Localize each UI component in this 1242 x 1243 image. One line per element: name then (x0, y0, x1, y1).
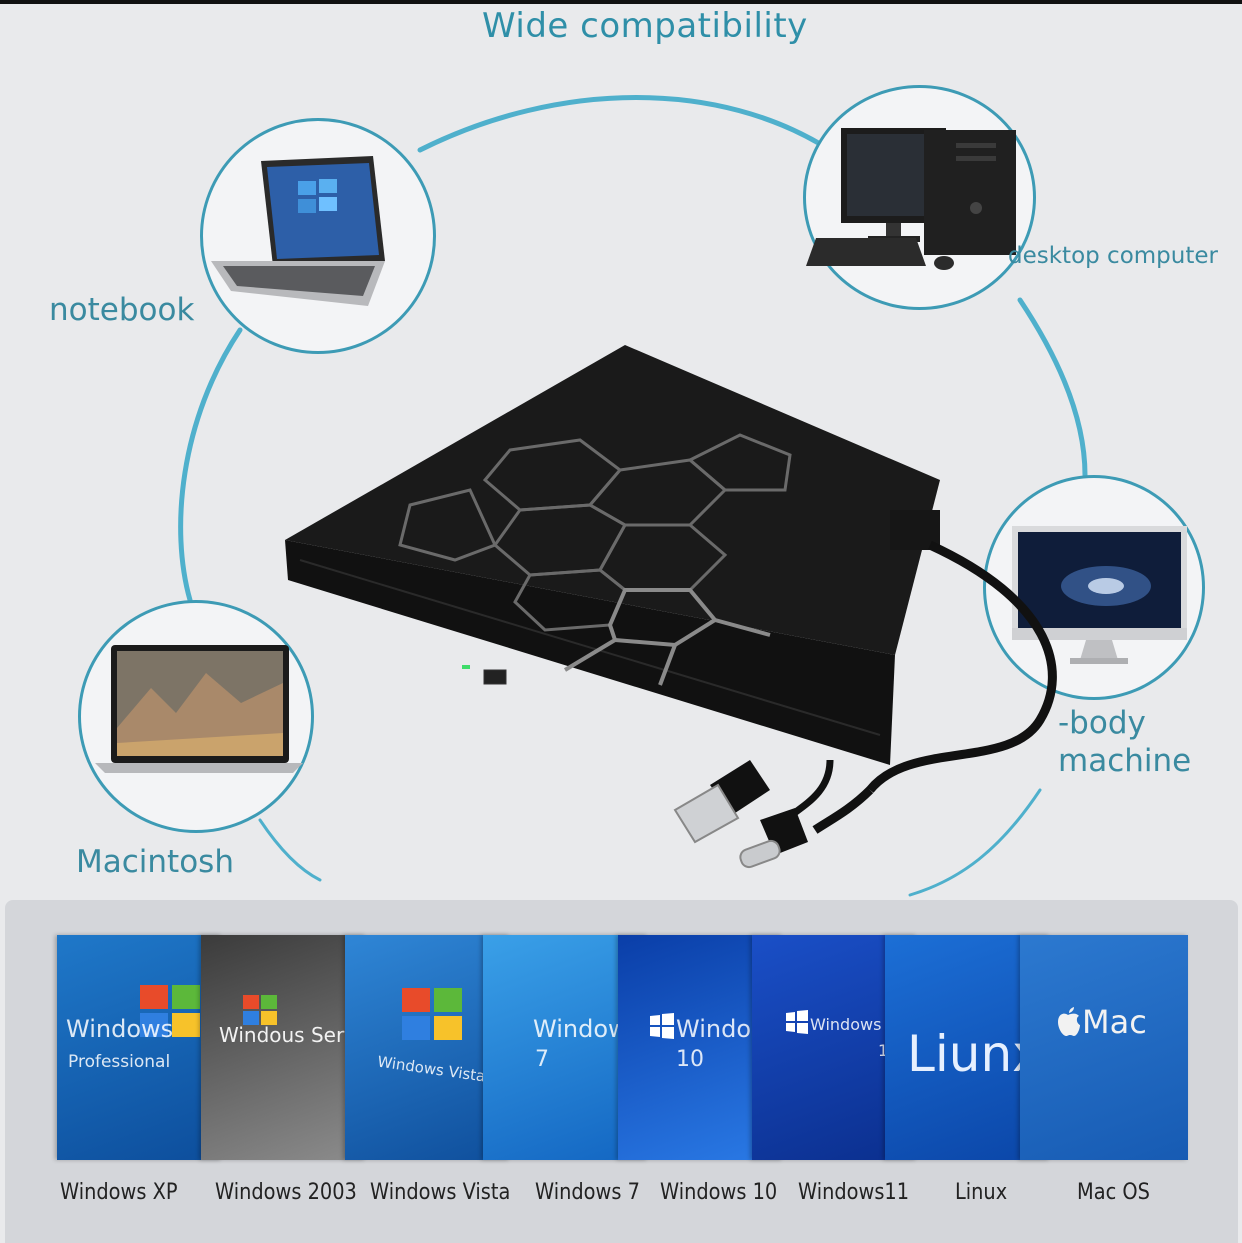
usb-c-plug-icon (739, 808, 808, 869)
os-screen-text: Mac (1082, 1003, 1147, 1041)
all-in-one-computer-icon (1012, 526, 1187, 664)
os-name-windows-xp: Windows XP (60, 1180, 178, 1205)
os-name-windows-2003: Windows 2003 (215, 1180, 357, 1205)
macintosh-circle (78, 600, 314, 833)
windows-logo-icon (786, 1010, 808, 1038)
os-screen-text: Windous Server 200a (219, 1023, 366, 1047)
power-led (462, 665, 470, 669)
os-name-windows-11: Windows11 (798, 1180, 910, 1205)
page-title: Wide compatibility (482, 6, 808, 46)
notebook-label: notebook (49, 292, 195, 328)
os-card-windows-2003: Windous Server 200a (201, 935, 366, 1160)
connection-arcs (178, 95, 1088, 897)
os-screen-text: Windows (66, 1015, 174, 1043)
os-name-windows-7: Windows 7 (535, 1180, 640, 1205)
windows-logo-icon (135, 980, 205, 1044)
usb-a-plug-icon (673, 760, 770, 844)
desktop-circle (803, 85, 1036, 310)
os-name-linux: Linux (955, 1180, 1008, 1205)
apple-logo-icon (1056, 1007, 1080, 1041)
macbook-icon (95, 645, 303, 773)
os-name-mac-os: Mac OS (1077, 1180, 1150, 1205)
os-screen-text: Liunx (907, 1025, 1042, 1083)
os-screen-subtext: 7 (535, 1047, 549, 1072)
all-in-one-label-line1: -body (1058, 705, 1146, 741)
notebook-circle (200, 118, 436, 354)
laptop-icon (211, 156, 385, 306)
os-card-windows-vista: Windows Vista (345, 935, 510, 1160)
desktop-computer-icon (806, 128, 1016, 270)
os-card-mac-os: Mac (1020, 935, 1188, 1160)
all-in-one-label-line2: machine (1058, 743, 1192, 779)
desktop-label: desktop computer (1008, 243, 1218, 269)
os-screen-text: Windows Vista (376, 1052, 487, 1086)
os-name-windows-vista: Windows Vista (370, 1180, 511, 1205)
macintosh-label: Macintosh (76, 844, 234, 880)
os-screen-subtext: Professional (68, 1052, 171, 1072)
os-card-windows-xp: Windows Professional (57, 935, 222, 1160)
windows-logo-icon (650, 1013, 674, 1043)
windows-logo-icon (241, 993, 281, 1031)
os-screen-subtext: 10 (676, 1047, 704, 1072)
eject-button (483, 669, 507, 685)
all-in-one-circle (983, 475, 1205, 700)
top-border (0, 0, 1242, 4)
windows-logo-icon (397, 983, 467, 1047)
os-name-windows-10: Windows 10 (660, 1180, 778, 1205)
os-screen-text: Windows (810, 1015, 882, 1034)
external-optical-drive (285, 345, 1057, 869)
